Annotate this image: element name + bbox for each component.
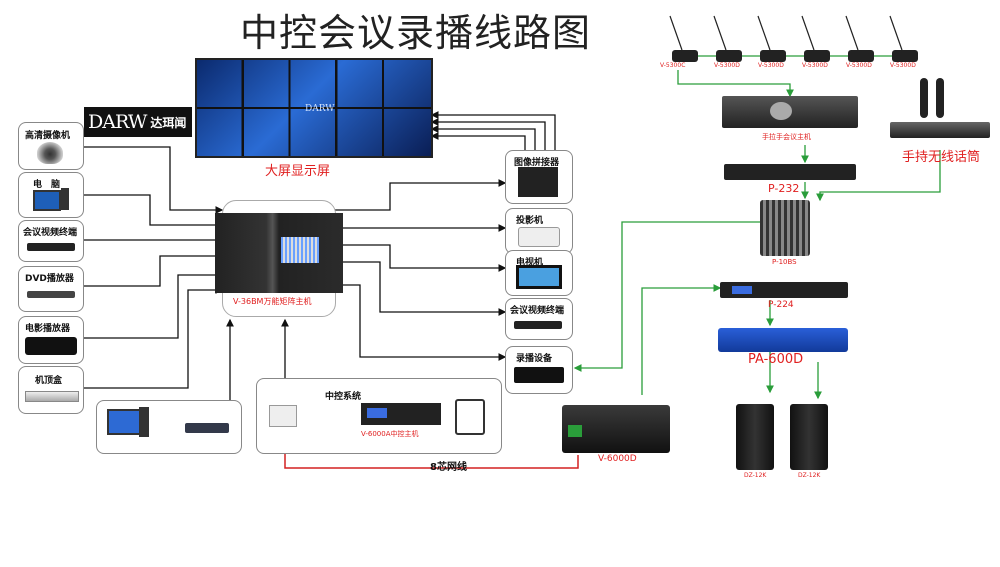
source-label: DVD播放器 [25, 274, 74, 284]
matrix-to-output-lines [335, 179, 507, 361]
video-wall-label: 大屏显示屏 [265, 164, 331, 179]
source-camera: 高清摄像机 [18, 122, 84, 170]
p232-label: P-232 [768, 182, 800, 195]
source-label: 电 脑 [33, 180, 61, 190]
mic-label: V-5300D [758, 62, 784, 69]
speaker [790, 404, 828, 470]
source-set-top-box: 机顶盒 [18, 366, 84, 414]
output-conference-terminal: 会议视频终端 [505, 298, 573, 340]
terminal-icon [27, 243, 75, 251]
matrix-label: V-36BM万能矩阵主机 [233, 297, 312, 306]
mixer-device [760, 200, 810, 256]
tower-icon [61, 188, 69, 210]
speaker [736, 404, 774, 470]
source-conference-terminal: 会议视频终端 [18, 220, 84, 262]
output-label: 会议视频终端 [510, 306, 565, 316]
source-label: 会议视频终端 [23, 228, 78, 238]
video-wall: DARW [195, 58, 433, 158]
dvd-icon [27, 291, 75, 298]
mic-label: V-5300D [890, 62, 916, 69]
mic-icon [804, 50, 830, 62]
output-projector: 投影机 [505, 208, 573, 254]
conference-host-label: 手拉手会议主机 [762, 133, 811, 141]
brand-logo-text: DARW [88, 111, 147, 133]
source-computer: 电 脑 [18, 172, 84, 218]
mic-icon [672, 50, 698, 62]
amp-device [718, 328, 848, 352]
recorder-icon [514, 367, 564, 383]
mic-icon [892, 50, 918, 62]
output-label: 图像拼接器 [514, 158, 560, 168]
wireless-mic-device [880, 74, 996, 140]
brand-logo: DARW 达珥闻 [84, 107, 192, 137]
output-image-splicer: 图像拼接器 [505, 150, 573, 204]
pc-switch-group [96, 400, 242, 454]
mic-icon [848, 50, 874, 62]
tower-icon [139, 407, 149, 437]
splicer-icon [518, 167, 558, 197]
p224-device [720, 282, 848, 298]
tv-icon [516, 265, 562, 289]
output-recorder: 录播设备 [505, 346, 573, 394]
cable-label: 8芯网线 [430, 462, 467, 473]
handheld-mic-icon [920, 78, 928, 118]
mic-label: V-5300C [660, 62, 686, 69]
control-system: 中控系统 V-6000A中控主机 [256, 378, 502, 454]
speaker-label: DZ-12K [744, 472, 767, 479]
projector-icon [518, 227, 560, 247]
router-icon [269, 405, 297, 427]
switch-icon [185, 423, 229, 433]
speaker-label: DZ-12K [798, 472, 821, 479]
mic-label: V-5300D [846, 62, 872, 69]
output-label: 投影机 [516, 216, 544, 226]
v6000d-label: V-6000D [598, 454, 637, 464]
set-top-box-icon [25, 391, 79, 402]
wireless-mic-label: 手持无线话筒 [902, 150, 981, 165]
player-icon [25, 337, 77, 355]
mic-icon [716, 50, 742, 62]
mixer-label: P-10BS [772, 258, 797, 266]
p224-label: P-224 [768, 300, 794, 310]
handheld-mic-icon [936, 78, 944, 118]
output-tv: 电视机 [505, 250, 573, 296]
source-label: 电影播放器 [25, 324, 71, 334]
amp-label: PA-600D [748, 352, 804, 367]
mic-icon [760, 50, 786, 62]
brand-name: 达珥闻 [150, 115, 187, 130]
matrix-host: V-36BM万能矩阵主机 [215, 200, 343, 317]
source-label: 高清摄像机 [25, 131, 71, 141]
tablet-icon [455, 399, 485, 435]
source-dvd: DVD播放器 [18, 266, 84, 312]
terminal-icon [514, 321, 562, 329]
source-movie-player: 电影播放器 [18, 316, 84, 364]
control-host-label: V-6000A中控主机 [361, 430, 419, 438]
output-label: 录播设备 [516, 354, 553, 364]
source-to-matrix-lines [82, 146, 224, 389]
conference-host-device [722, 96, 858, 128]
matrix-chassis [215, 213, 343, 293]
output-label: 电视机 [516, 258, 544, 268]
audio-chain-lines [573, 70, 941, 400]
v6000d-device [562, 405, 670, 453]
monitor-icon [107, 409, 141, 435]
camera-icon [37, 142, 63, 164]
page-title: 中控会议录播线路图 [240, 11, 592, 55]
control-host-device [361, 403, 441, 425]
mic-row: V-5300C V-5300D V-5300D V-5300D V-5300D … [660, 14, 940, 74]
source-label: 机顶盒 [35, 376, 63, 386]
monitor-icon [33, 190, 61, 211]
mic-label: V-5300D [802, 62, 828, 69]
mic-label: V-5300D [714, 62, 740, 69]
p232-device [724, 164, 856, 180]
control-title: 中控系统 [325, 392, 362, 402]
